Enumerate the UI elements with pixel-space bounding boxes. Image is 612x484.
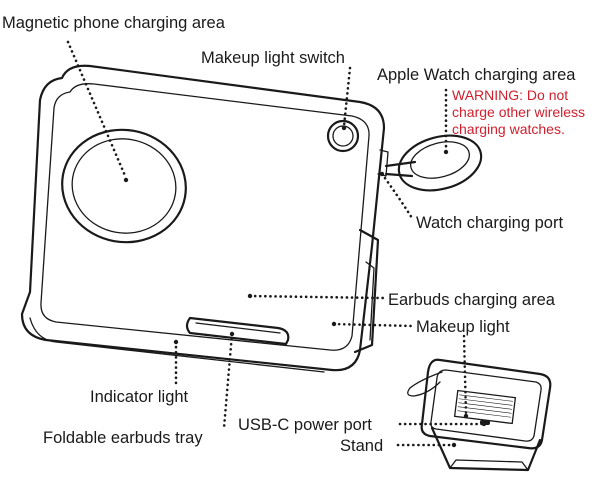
label-makeup-switch: Makeup light switch xyxy=(201,49,345,67)
makeup-light-switch[interactable] xyxy=(326,119,360,153)
label-usbc-port: USB-C power port xyxy=(238,416,372,434)
label-watch-port: Watch charging port xyxy=(416,214,563,232)
watch-charger xyxy=(384,134,483,192)
label-magnetic-phone: Magnetic phone charging area xyxy=(2,14,226,32)
labels: Magnetic phone charging area Makeup ligh… xyxy=(2,14,585,455)
label-indicator-light: Indicator light xyxy=(90,388,189,406)
inset-stand xyxy=(430,426,542,472)
label-foldable-tray: Foldable earbuds tray xyxy=(43,429,203,447)
label-warning-line-2: charge other wireless xyxy=(452,104,585,120)
label-apple-watch: Apple Watch charging area xyxy=(377,66,576,84)
label-warning-line-1: WARNING: Do not xyxy=(452,87,568,103)
charger-device xyxy=(20,64,389,373)
foldable-earbuds-tray xyxy=(185,316,290,346)
device-body xyxy=(20,64,386,372)
stand-leg xyxy=(353,228,380,354)
leader-lines xyxy=(66,40,487,448)
back-grille xyxy=(453,389,517,425)
phone-charging-pad xyxy=(61,128,187,244)
label-stand: Stand xyxy=(340,437,383,455)
device-inner-edge xyxy=(40,83,370,351)
back-view-inset xyxy=(407,358,552,472)
label-makeup-light: Makeup light xyxy=(416,318,510,336)
label-earbuds-area: Earbuds charging area xyxy=(388,291,556,309)
label-warning-line-3: charging watches. xyxy=(452,121,565,137)
watch-charging-puck xyxy=(397,134,483,192)
